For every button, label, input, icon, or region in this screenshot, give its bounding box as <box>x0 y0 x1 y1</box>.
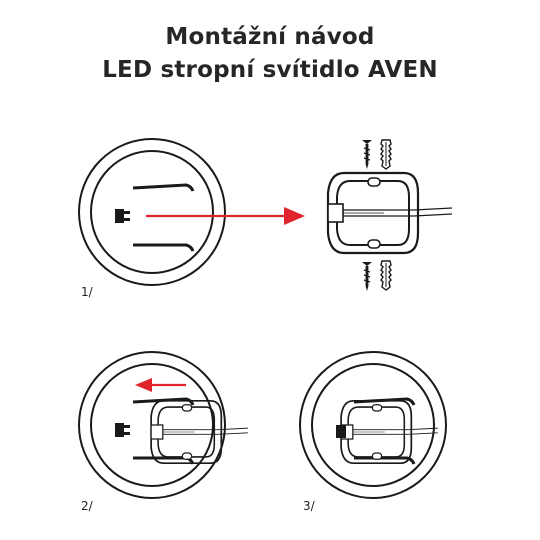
step3-base <box>299 351 447 499</box>
screw-and-plug-bottom <box>361 260 392 292</box>
mounting-bracket-icon <box>326 171 454 255</box>
manual-title: Montážní návod <box>165 24 375 50</box>
arrow-right-icon <box>146 207 305 225</box>
step-2-label: 2/ <box>81 499 93 513</box>
screw-icon <box>361 139 373 170</box>
terminal-block-icon <box>115 423 130 437</box>
arrow-left-icon <box>135 378 186 392</box>
product-title: LED stropní svítidlo AVEN <box>102 57 438 83</box>
wall-plug-icon <box>380 139 392 170</box>
mounting-bracket-icon <box>150 399 249 465</box>
wall-plug-icon <box>380 260 392 291</box>
terminal-block-icon <box>115 209 130 223</box>
screw-icon <box>361 261 373 292</box>
step-1-label: 1/ <box>81 285 93 299</box>
mounting-bracket-icon <box>340 399 439 465</box>
step-3-label: 3/ <box>303 499 315 513</box>
step1-base <box>78 138 226 286</box>
step2-base <box>78 351 249 499</box>
terminal-block-icon <box>336 425 346 438</box>
screw-and-plug-top <box>361 139 392 170</box>
